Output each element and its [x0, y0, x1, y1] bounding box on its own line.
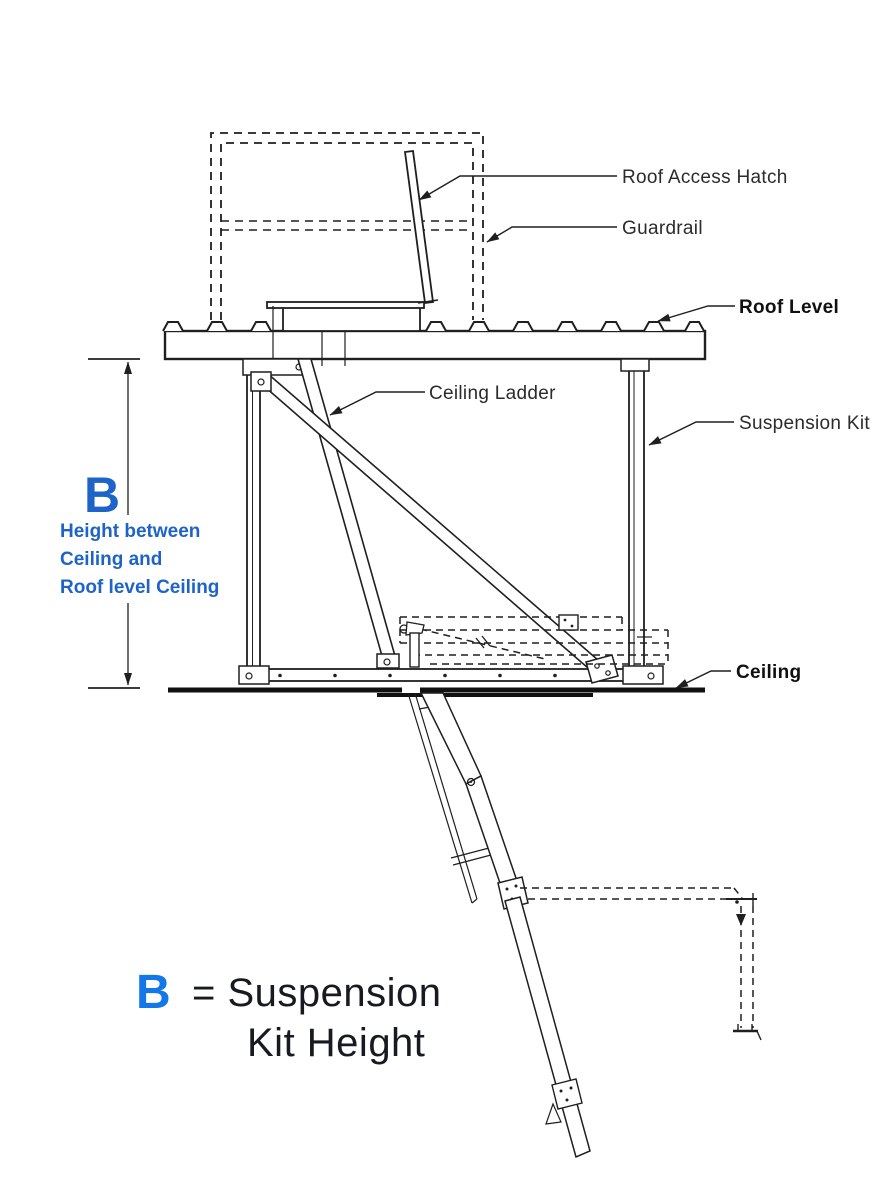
- legend-letter: B: [136, 966, 171, 1019]
- callout-labels: Roof Access Hatch Guardrail Roof Level C…: [429, 167, 870, 683]
- bottom-right-foot: [622, 665, 664, 685]
- landing-arm-dashed: [520, 887, 762, 1041]
- deck-corrugations: [162, 321, 705, 332]
- left-rail: [246, 358, 261, 683]
- leader-lines: [329, 175, 735, 689]
- down-arrowhead: [736, 914, 746, 926]
- right-rail: [628, 358, 645, 683]
- ceiling-line: [168, 687, 705, 697]
- hatch-flange: [266, 301, 425, 309]
- suspension-frame: [238, 358, 664, 685]
- legend-formula: B = Suspension Kit Height: [136, 966, 442, 1065]
- guardrail-outline: [210, 132, 484, 320]
- stowed-ladder-dashed: [399, 614, 669, 668]
- label-roof-level: Roof Level: [739, 297, 839, 318]
- ladder-strut: [296, 358, 397, 657]
- ladder-foot-bracket: [551, 1078, 583, 1110]
- dimension-b: B Height between Ceiling and Roof level …: [60, 358, 219, 689]
- dimension-text-line3: Roof level Ceiling: [60, 577, 219, 598]
- label-ceiling-ladder: Ceiling Ladder: [429, 383, 556, 404]
- roof-deck: [162, 321, 707, 361]
- top-right-bracket: [620, 358, 650, 372]
- leader-roof-level: [657, 305, 735, 322]
- leader-roof-access-hatch: [418, 175, 617, 201]
- label-suspension-kit: Suspension Kit: [739, 413, 870, 434]
- leader-ceiling-ladder: [329, 391, 425, 416]
- label-guardrail: Guardrail: [622, 218, 703, 239]
- hatch-lid-open: [403, 149, 435, 305]
- hatch-curb: [282, 306, 421, 332]
- label-roof-access-hatch: Roof Access Hatch: [622, 167, 788, 188]
- ladder-extended: [407, 692, 591, 1159]
- leader-ceiling: [675, 670, 731, 689]
- ladder-section-2: [465, 774, 518, 891]
- ladder-diagonal: [255, 371, 608, 677]
- dimension-text-line2: Ceiling and: [60, 549, 162, 570]
- dimension-text-line1: Height between: [60, 521, 200, 542]
- dimension-letter: B: [84, 467, 120, 523]
- ceiling-ladder-folded: [250, 358, 669, 684]
- leader-suspension-kit: [648, 421, 734, 446]
- bottom-left-foot: [238, 665, 270, 685]
- leader-guardrail: [486, 226, 617, 243]
- roof-hatch: [266, 149, 439, 366]
- ladder-section-1: [419, 692, 482, 786]
- legend-line2: Kit Height: [247, 1021, 425, 1065]
- label-ceiling: Ceiling: [736, 662, 801, 683]
- legend-line1: = Suspension: [192, 971, 442, 1015]
